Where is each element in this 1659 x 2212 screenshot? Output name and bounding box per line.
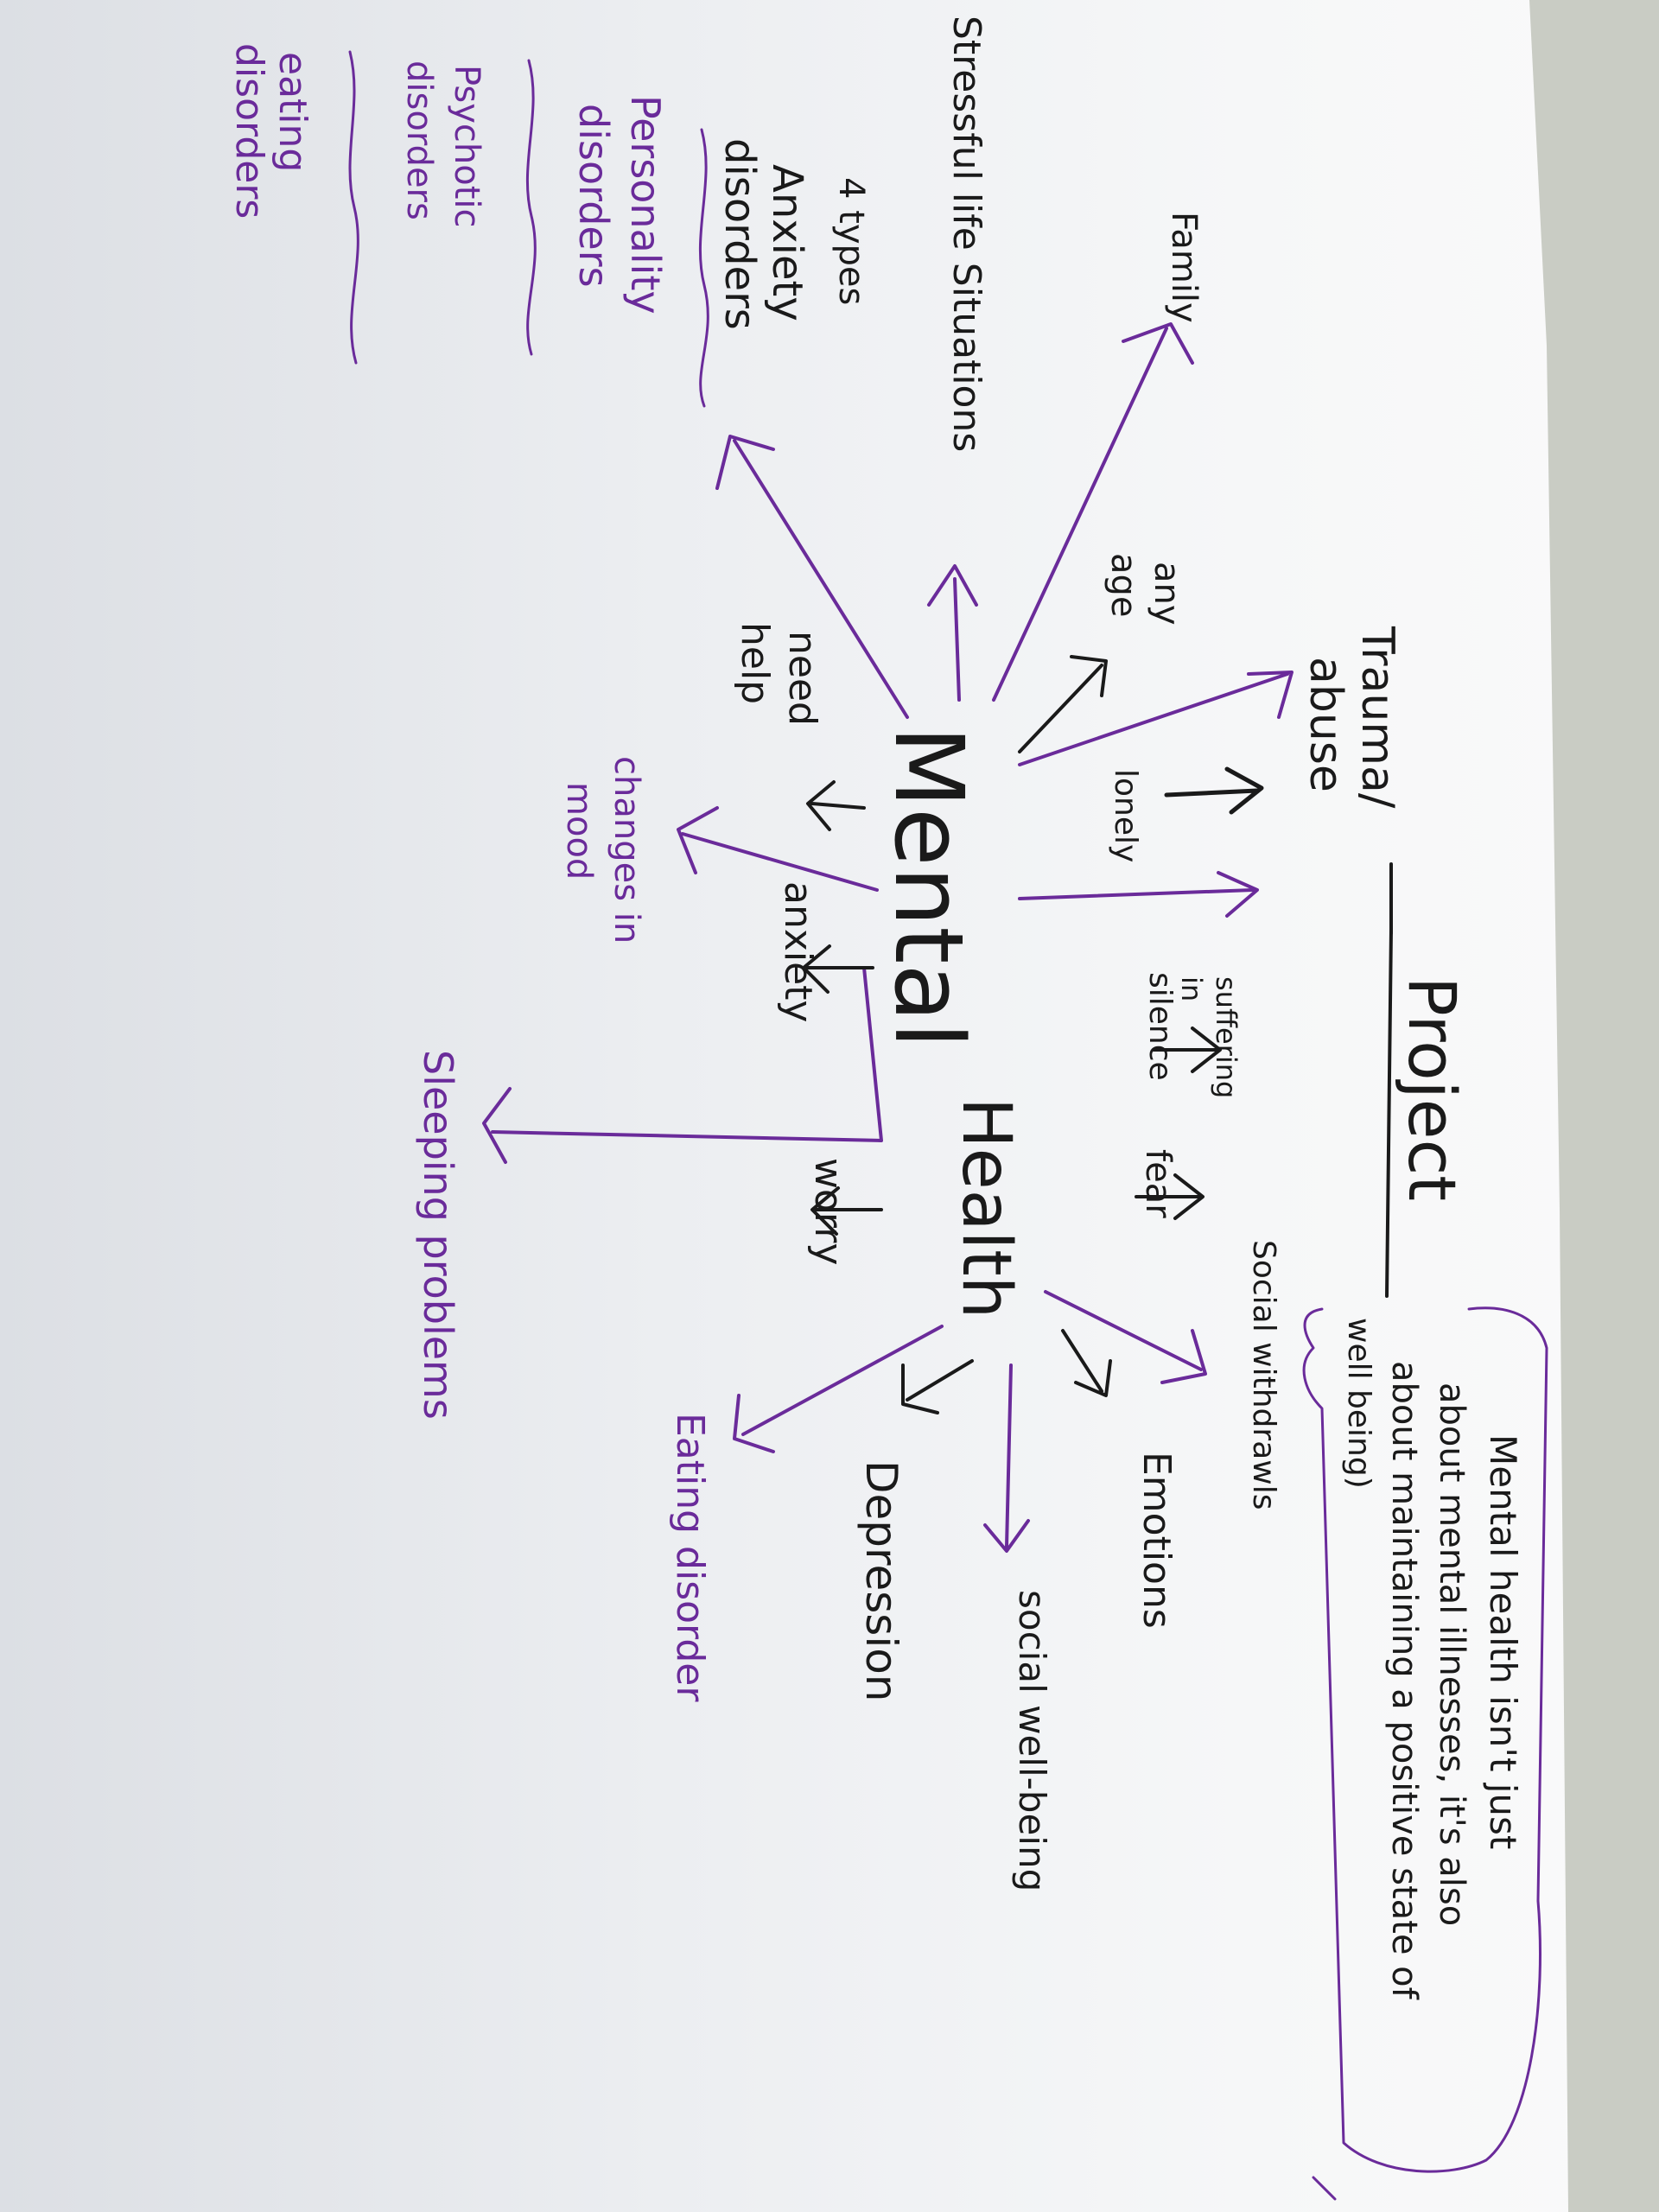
arrow-to-suffering-head bbox=[1217, 871, 1259, 918]
center-title-mental: Mental bbox=[874, 726, 984, 1049]
node-help: help bbox=[733, 622, 777, 705]
node-changes-line2: mood bbox=[559, 782, 599, 880]
social-withdrawals: Social withdrawls bbox=[1246, 1240, 1281, 1510]
node-anxiety: anxiety bbox=[776, 881, 820, 1023]
node-any: any bbox=[1147, 562, 1186, 626]
squiggle-1 bbox=[348, 50, 359, 365]
arrow-to-family-head bbox=[1122, 322, 1194, 365]
note-line-1: Mental health isn't just bbox=[1482, 1434, 1524, 1850]
node-abuse: abuse bbox=[1300, 657, 1351, 792]
node-anxiety-disorders-line2: disorders bbox=[715, 138, 764, 330]
node-worry: worry bbox=[806, 1158, 850, 1266]
node-personality-line1: Personality bbox=[622, 95, 669, 315]
arrow-to-anxiety-disorders bbox=[733, 439, 909, 719]
arrow-to-trauma bbox=[1018, 672, 1289, 766]
node-lonely: lonely bbox=[1108, 769, 1143, 863]
arrow-to-suffering bbox=[1018, 888, 1255, 900]
arrow-to-anxiety-disorders-head bbox=[715, 435, 775, 490]
project-title: Project bbox=[1394, 976, 1471, 1202]
arrow-to-changes-head bbox=[677, 806, 719, 874]
node-eating-line2: disorders bbox=[227, 43, 271, 219]
arrow-to-emotions-head bbox=[1160, 1329, 1207, 1384]
node-trauma: Trauma/ bbox=[1351, 626, 1403, 809]
node-sleeping-problems: Sleeping problems bbox=[415, 1050, 461, 1420]
project-underline bbox=[1385, 927, 1393, 1298]
node-changes-line1: changes in bbox=[607, 756, 646, 944]
arrow-to-family bbox=[992, 327, 1168, 702]
note-bracket bbox=[1302, 1306, 1548, 2173]
arrow-lonely bbox=[1164, 766, 1264, 815]
node-personality-line2: disorders bbox=[570, 104, 617, 288]
arrow-emotions-black bbox=[1061, 1329, 1112, 1397]
center-title-health: Health bbox=[947, 1097, 1025, 1319]
arrow-anxiety bbox=[802, 944, 874, 994]
node-need: need bbox=[780, 631, 824, 726]
node-four-types: 4 types bbox=[831, 177, 871, 306]
note-line-4: well being) bbox=[1341, 1318, 1376, 1489]
note-line-2: about mental illnesses, it's also bbox=[1432, 1382, 1471, 1927]
arrow-to-sleeping-head bbox=[482, 1087, 512, 1164]
node-suffering-line3: silence bbox=[1142, 972, 1178, 1081]
arrow-to-stressful-head bbox=[927, 564, 978, 607]
node-eating-line1: eating bbox=[270, 52, 315, 173]
arrow-to-eating-head bbox=[733, 1394, 775, 1453]
arrow-worry bbox=[810, 1186, 883, 1236]
node-stressful: Stressful life Situations bbox=[944, 16, 988, 453]
arrow-need-help bbox=[806, 780, 866, 831]
arrow-to-trauma-head bbox=[1247, 671, 1294, 719]
node-eating-disorder: Eating disorder bbox=[668, 1413, 712, 1702]
arrow-silence bbox=[1152, 1027, 1222, 1073]
node-social-wellbeing: social well-being bbox=[1011, 1590, 1053, 1892]
arrow-to-changes bbox=[681, 832, 879, 892]
node-emotions: Emotions bbox=[1135, 1452, 1179, 1629]
node-psychotic-line2: disorders bbox=[399, 60, 439, 220]
squiggle-3 bbox=[698, 128, 709, 408]
arrow-to-eating bbox=[741, 1325, 944, 1436]
note-tick bbox=[1312, 2176, 1337, 2201]
arrow-to-stressful bbox=[953, 577, 961, 702]
node-fear: fear bbox=[1138, 1149, 1178, 1218]
node-psychotic-line1: Psychotic bbox=[447, 65, 486, 228]
arrow-fear bbox=[1135, 1173, 1205, 1220]
node-suffering-line2: in bbox=[1175, 976, 1208, 1002]
arrow-to-sleeping bbox=[491, 966, 883, 1142]
squiggle-2 bbox=[525, 59, 537, 356]
node-suffering-line1: suffering bbox=[1210, 976, 1243, 1099]
arrow-to-social bbox=[1005, 1363, 1013, 1548]
arrow-any-age bbox=[1018, 655, 1108, 753]
note-line-3: about maintaining a positive state of bbox=[1384, 1361, 1424, 1999]
arrow-to-social-head bbox=[983, 1519, 1030, 1553]
arrow-depression bbox=[901, 1359, 974, 1414]
node-anxiety-disorders-line1: Anxiety bbox=[763, 164, 811, 321]
node-age: age bbox=[1103, 553, 1143, 618]
arrow-to-emotions bbox=[1044, 1290, 1203, 1371]
node-depression: Depression bbox=[856, 1460, 906, 1702]
node-family: Family bbox=[1164, 212, 1204, 323]
